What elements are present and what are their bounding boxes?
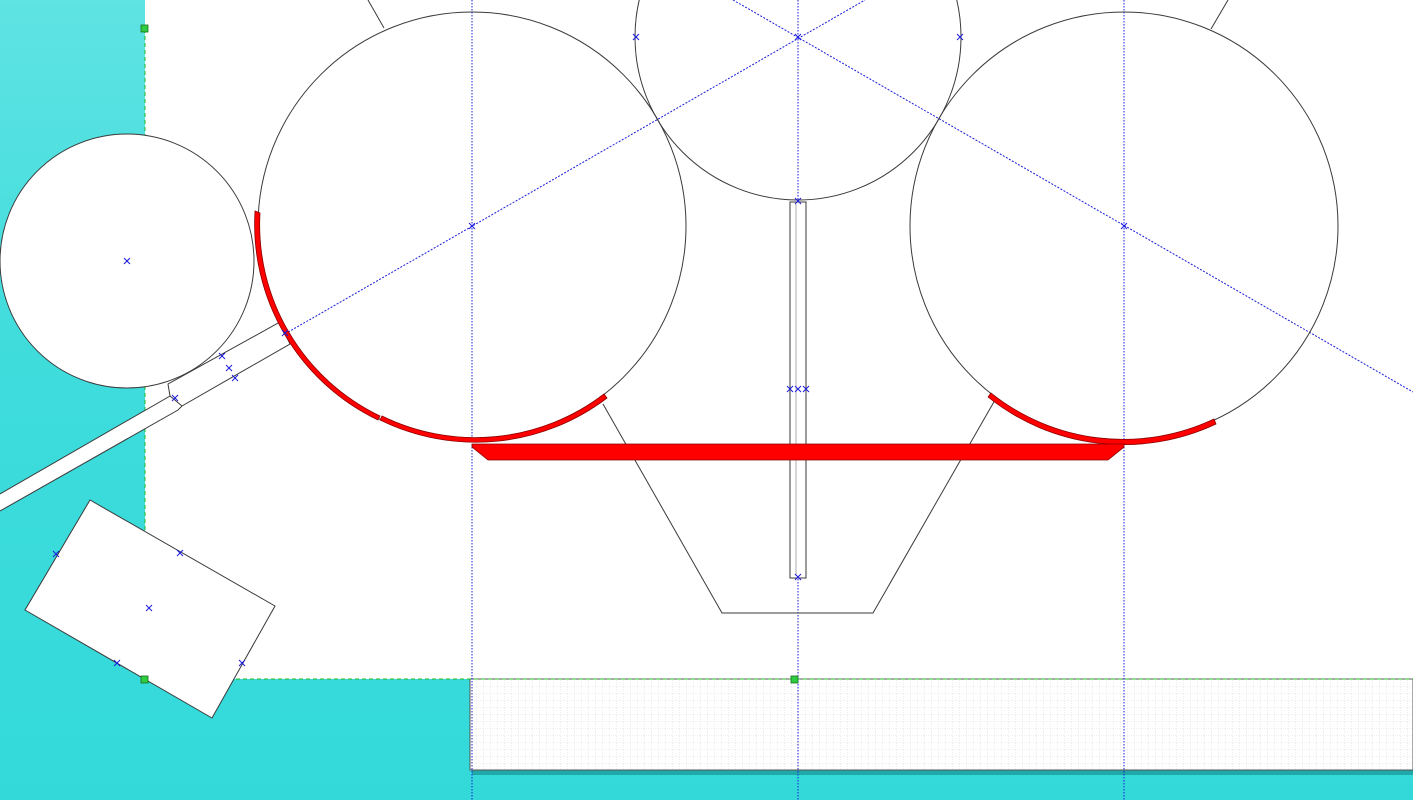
- circle-top-center[interactable]: [634, 0, 962, 201]
- cross-marker-icon: [225, 364, 233, 372]
- grid-plate-shadow: [472, 770, 1413, 775]
- cross-marker-icon: [632, 33, 640, 41]
- cross-marker-icon: [794, 197, 802, 205]
- cross-marker-icon: [794, 573, 802, 581]
- cross-marker-icon: [794, 385, 802, 393]
- frame-line-top-left: [367, 0, 385, 29]
- cross-marker-icon: [956, 33, 964, 41]
- red-arc-right[interactable]: [987, 392, 1217, 446]
- cross-marker-icon: [176, 549, 184, 557]
- cross-marker-icon: [218, 352, 226, 360]
- construction-line-diagonal-right: [732, 0, 1413, 393]
- cross-marker-icon: [123, 257, 131, 265]
- red-arc-left[interactable]: [254, 210, 381, 421]
- red-base-bar[interactable]: [471, 443, 1125, 461]
- drawing-sheet[interactable]: [145, 0, 1413, 679]
- cross-marker-icon: [171, 394, 179, 402]
- point-markers: [52, 33, 1128, 667]
- cross-marker-icon: [468, 222, 476, 230]
- cross-marker-icon: [794, 33, 802, 41]
- frame-line-top-right: [1210, 0, 1229, 30]
- square-handle-icon[interactable]: [140, 24, 149, 33]
- cross-marker-icon: [231, 374, 239, 382]
- cross-marker-icon: [113, 659, 121, 667]
- cross-marker-icon: [52, 550, 60, 558]
- cross-marker-icon: [238, 659, 246, 667]
- trapezoid-hopper[interactable]: [602, 399, 996, 614]
- red-arc-left-bottom[interactable]: [379, 393, 608, 443]
- square-handle-icon[interactable]: [790, 675, 799, 684]
- cross-marker-icon: [281, 329, 289, 337]
- cross-marker-icon: [1120, 222, 1128, 230]
- cross-marker-icon: [145, 604, 153, 612]
- vertical-rod[interactable]: [789, 201, 807, 579]
- square-handle-icon[interactable]: [140, 675, 149, 684]
- grid-plate-mesh: [471, 680, 1413, 769]
- cross-marker-icon: [786, 385, 794, 393]
- cross-marker-icon: [802, 385, 810, 393]
- angled-arm-joint: [169, 395, 183, 407]
